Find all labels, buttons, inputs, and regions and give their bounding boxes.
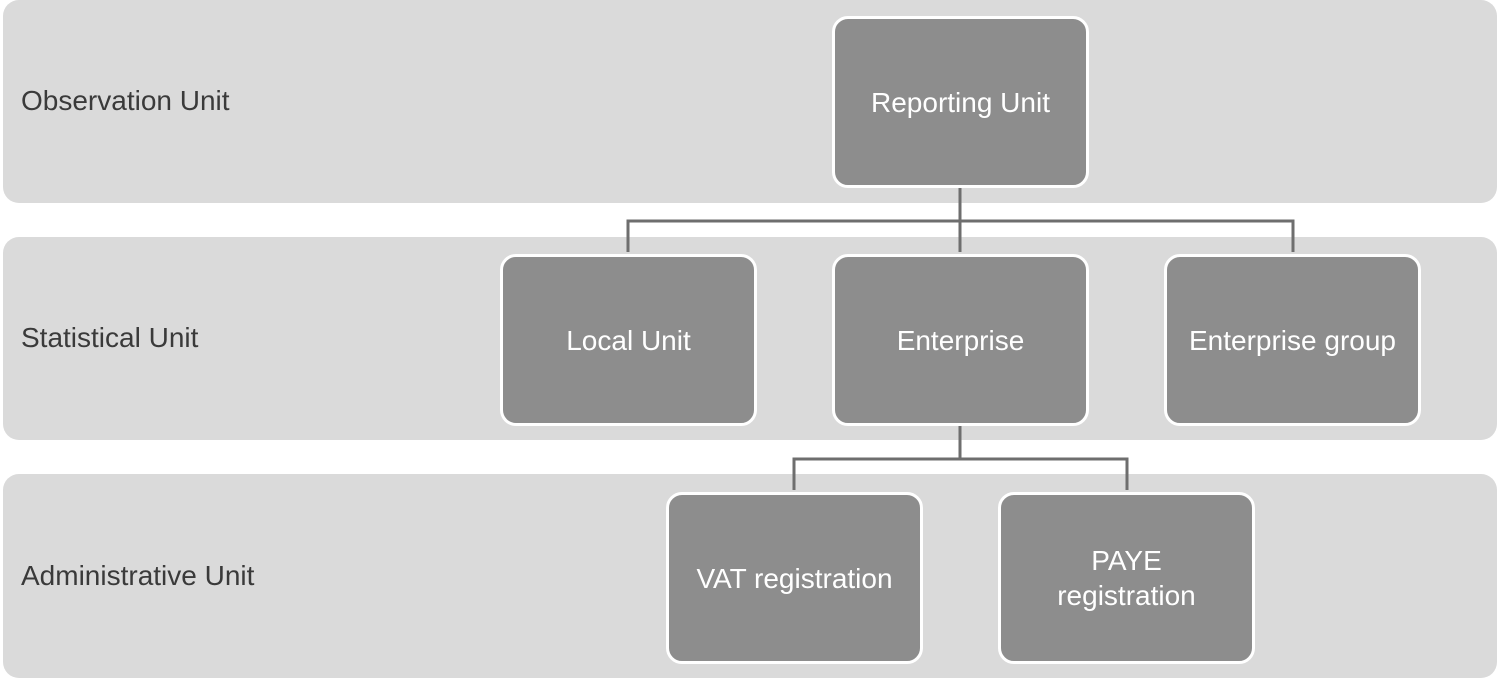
enterprise-group-node: Enterprise group (1164, 254, 1421, 426)
enterprise-text: Enterprise (896, 324, 1025, 356)
local-unit-text: Local Unit (566, 324, 691, 356)
enterprise-group-text: Enterprise group (1188, 324, 1396, 356)
observation-unit-label: Observation Unit (21, 85, 230, 116)
paye-registration-node: PAYE registration (998, 492, 1255, 664)
paye-registration-text: PAYE registration (1057, 545, 1196, 611)
reporting-unit-node: Reporting Unit (832, 16, 1089, 188)
observation-unit-band (3, 0, 1497, 203)
vat-registration-text: VAT registration (696, 562, 893, 594)
statistical-unit-label: Statistical Unit (21, 322, 199, 353)
vat-registration-node: VAT registration (666, 492, 923, 664)
enterprise-node: Enterprise (832, 254, 1089, 426)
administrative-unit-label: Administrative Unit (21, 560, 255, 591)
local-unit-node: Local Unit (500, 254, 757, 426)
reporting-unit-text: Reporting Unit (871, 86, 1050, 118)
